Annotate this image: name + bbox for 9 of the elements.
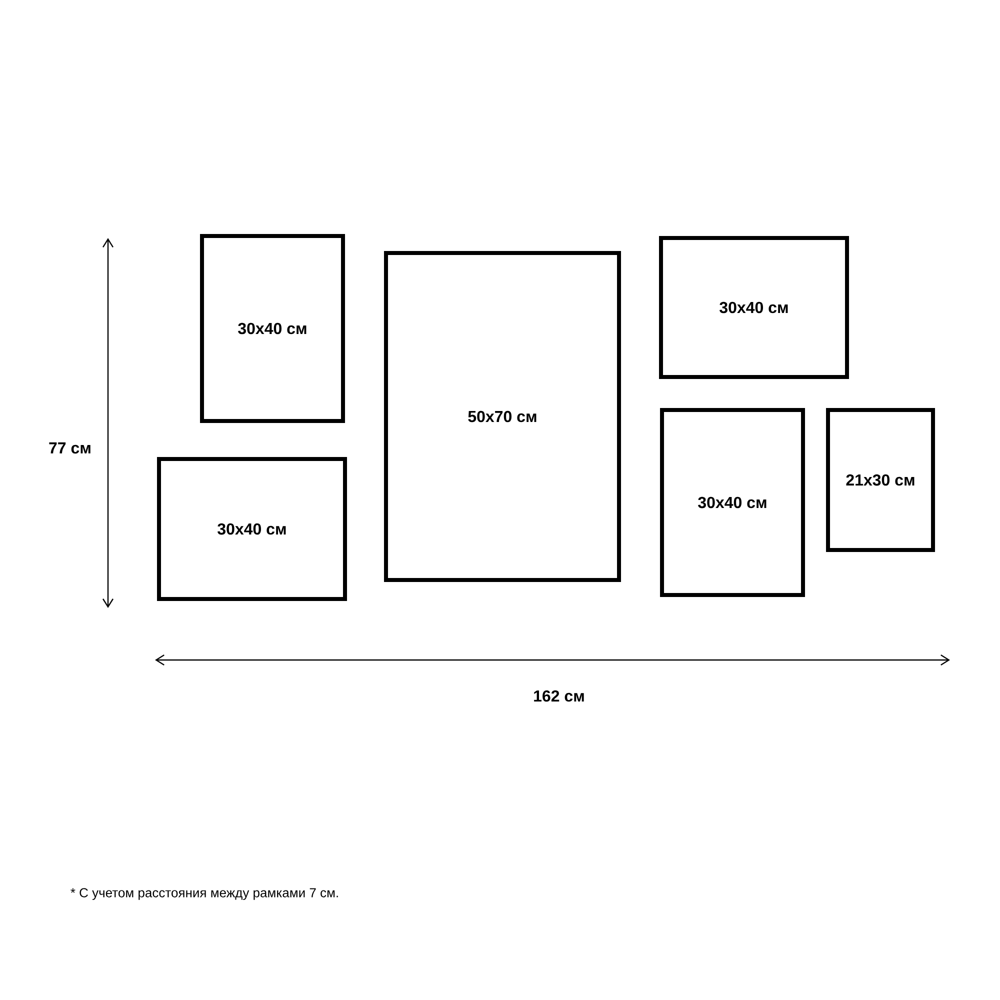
- picture-frame: 30x40 см: [660, 408, 805, 597]
- picture-frame: 30x40 см: [157, 457, 347, 601]
- picture-frame: 30x40 см: [659, 236, 849, 379]
- picture-frame: 30x40 см: [200, 234, 345, 423]
- dimension-label: 77 см: [49, 442, 90, 454]
- footnote: * С учетом расстояния между рамками 7 см.: [70, 888, 338, 900]
- picture-frame: 21x30 см: [826, 408, 936, 552]
- picture-frame: 50x70 см: [384, 251, 621, 582]
- dimension-label: 162 см: [534, 690, 584, 702]
